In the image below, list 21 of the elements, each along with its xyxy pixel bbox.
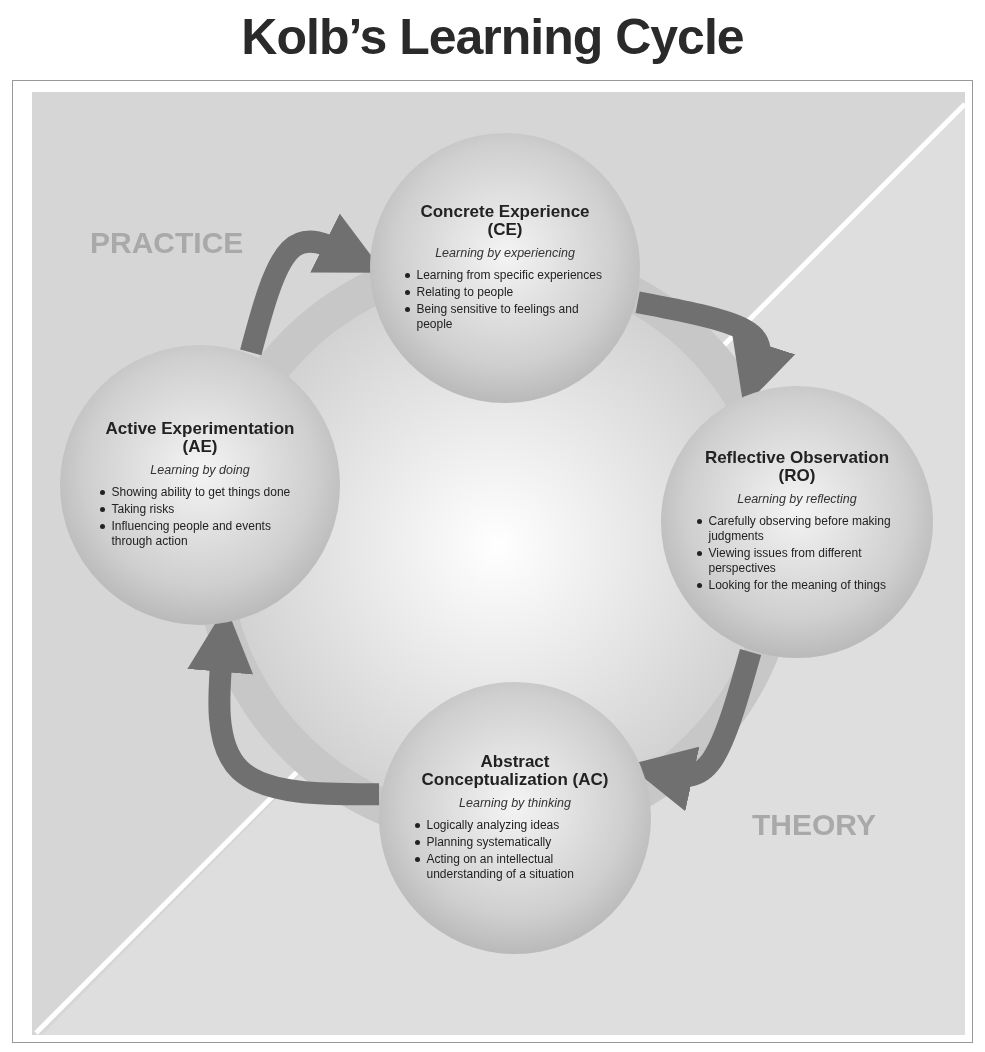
bullet-item: Planning systematically (412, 834, 618, 850)
bullet-item: Showing ability to get things done (97, 484, 303, 500)
title: Kolb’s Learning Cycle (240, 8, 745, 66)
stage-heading: Abstract Conceptualization (AC) (420, 752, 610, 789)
stage-subtitle: Learning by doing (150, 462, 250, 477)
stage-heading: Concrete Experience (CE) (419, 202, 591, 239)
bullet-item: Learning from specific experiences (402, 267, 608, 283)
stage-subtitle: Learning by thinking (459, 795, 571, 810)
bullet-item: Taking risks (97, 501, 303, 517)
bullet-item: Looking for the meaning of things (694, 578, 900, 593)
stage-heading: Reflective Observation (RO) (703, 449, 891, 485)
bullet-item: Relating to people (402, 284, 608, 300)
bullet-item: Logically analyzing ideas (412, 817, 618, 833)
stage-subtitle: Learning by experiencing (435, 245, 575, 260)
stage-heading: Active Experimentation (AE) (104, 419, 296, 456)
bullet-item: Carefully observing before making judgments (694, 514, 900, 544)
bullet-item: Influencing people and events through action (97, 518, 303, 549)
bullet-item: Being sensitive to feelings and people (402, 301, 608, 332)
bullet-item: Viewing issues from different perspectives (694, 546, 900, 576)
stage-subtitle: Learning by reflecting (737, 492, 857, 506)
bullet-item: Acting on an intellectual understanding of a situation (412, 851, 618, 882)
